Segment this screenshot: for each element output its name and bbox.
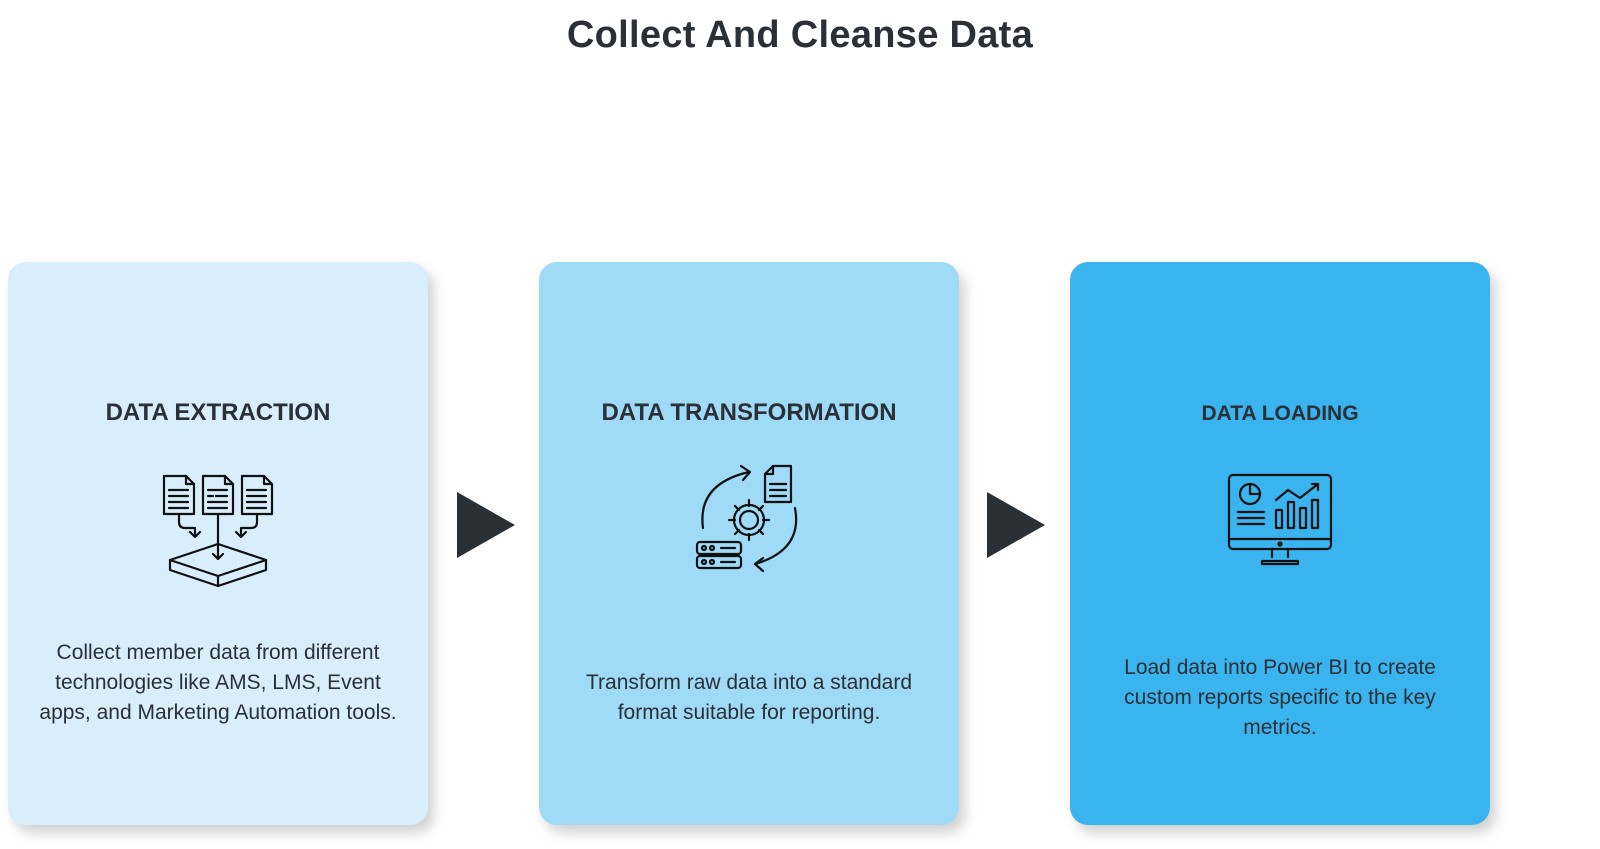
step-description: Load data into Power BI to create custom…	[1124, 656, 1436, 739]
step-title: DATA LOADING	[1201, 402, 1359, 425]
gear-transform-cycle-icon	[695, 464, 798, 573]
flow-arrow	[457, 492, 515, 558]
step-title: DATA TRANSFORMATION	[601, 399, 897, 426]
flow-arrow	[987, 492, 1045, 558]
documents-into-database-icon	[162, 474, 274, 588]
page-title: Collect And Cleanse Data	[566, 14, 1034, 56]
step-description: Transform raw data into a standard forma…	[585, 671, 913, 724]
step-card-data-extraction: DATA EXTRACTION Collect member data fro	[8, 262, 428, 825]
step-title: DATA EXTRACTION	[105, 399, 331, 426]
step-description: Collect member data from different techn…	[39, 641, 397, 724]
step-card-data-loading: DATA LOADING Load data into Power BI to …	[1070, 262, 1490, 825]
dashboard-monitor-icon	[1227, 473, 1333, 566]
step-card-data-transformation: DATA TRANSFORMATION	[539, 262, 959, 825]
